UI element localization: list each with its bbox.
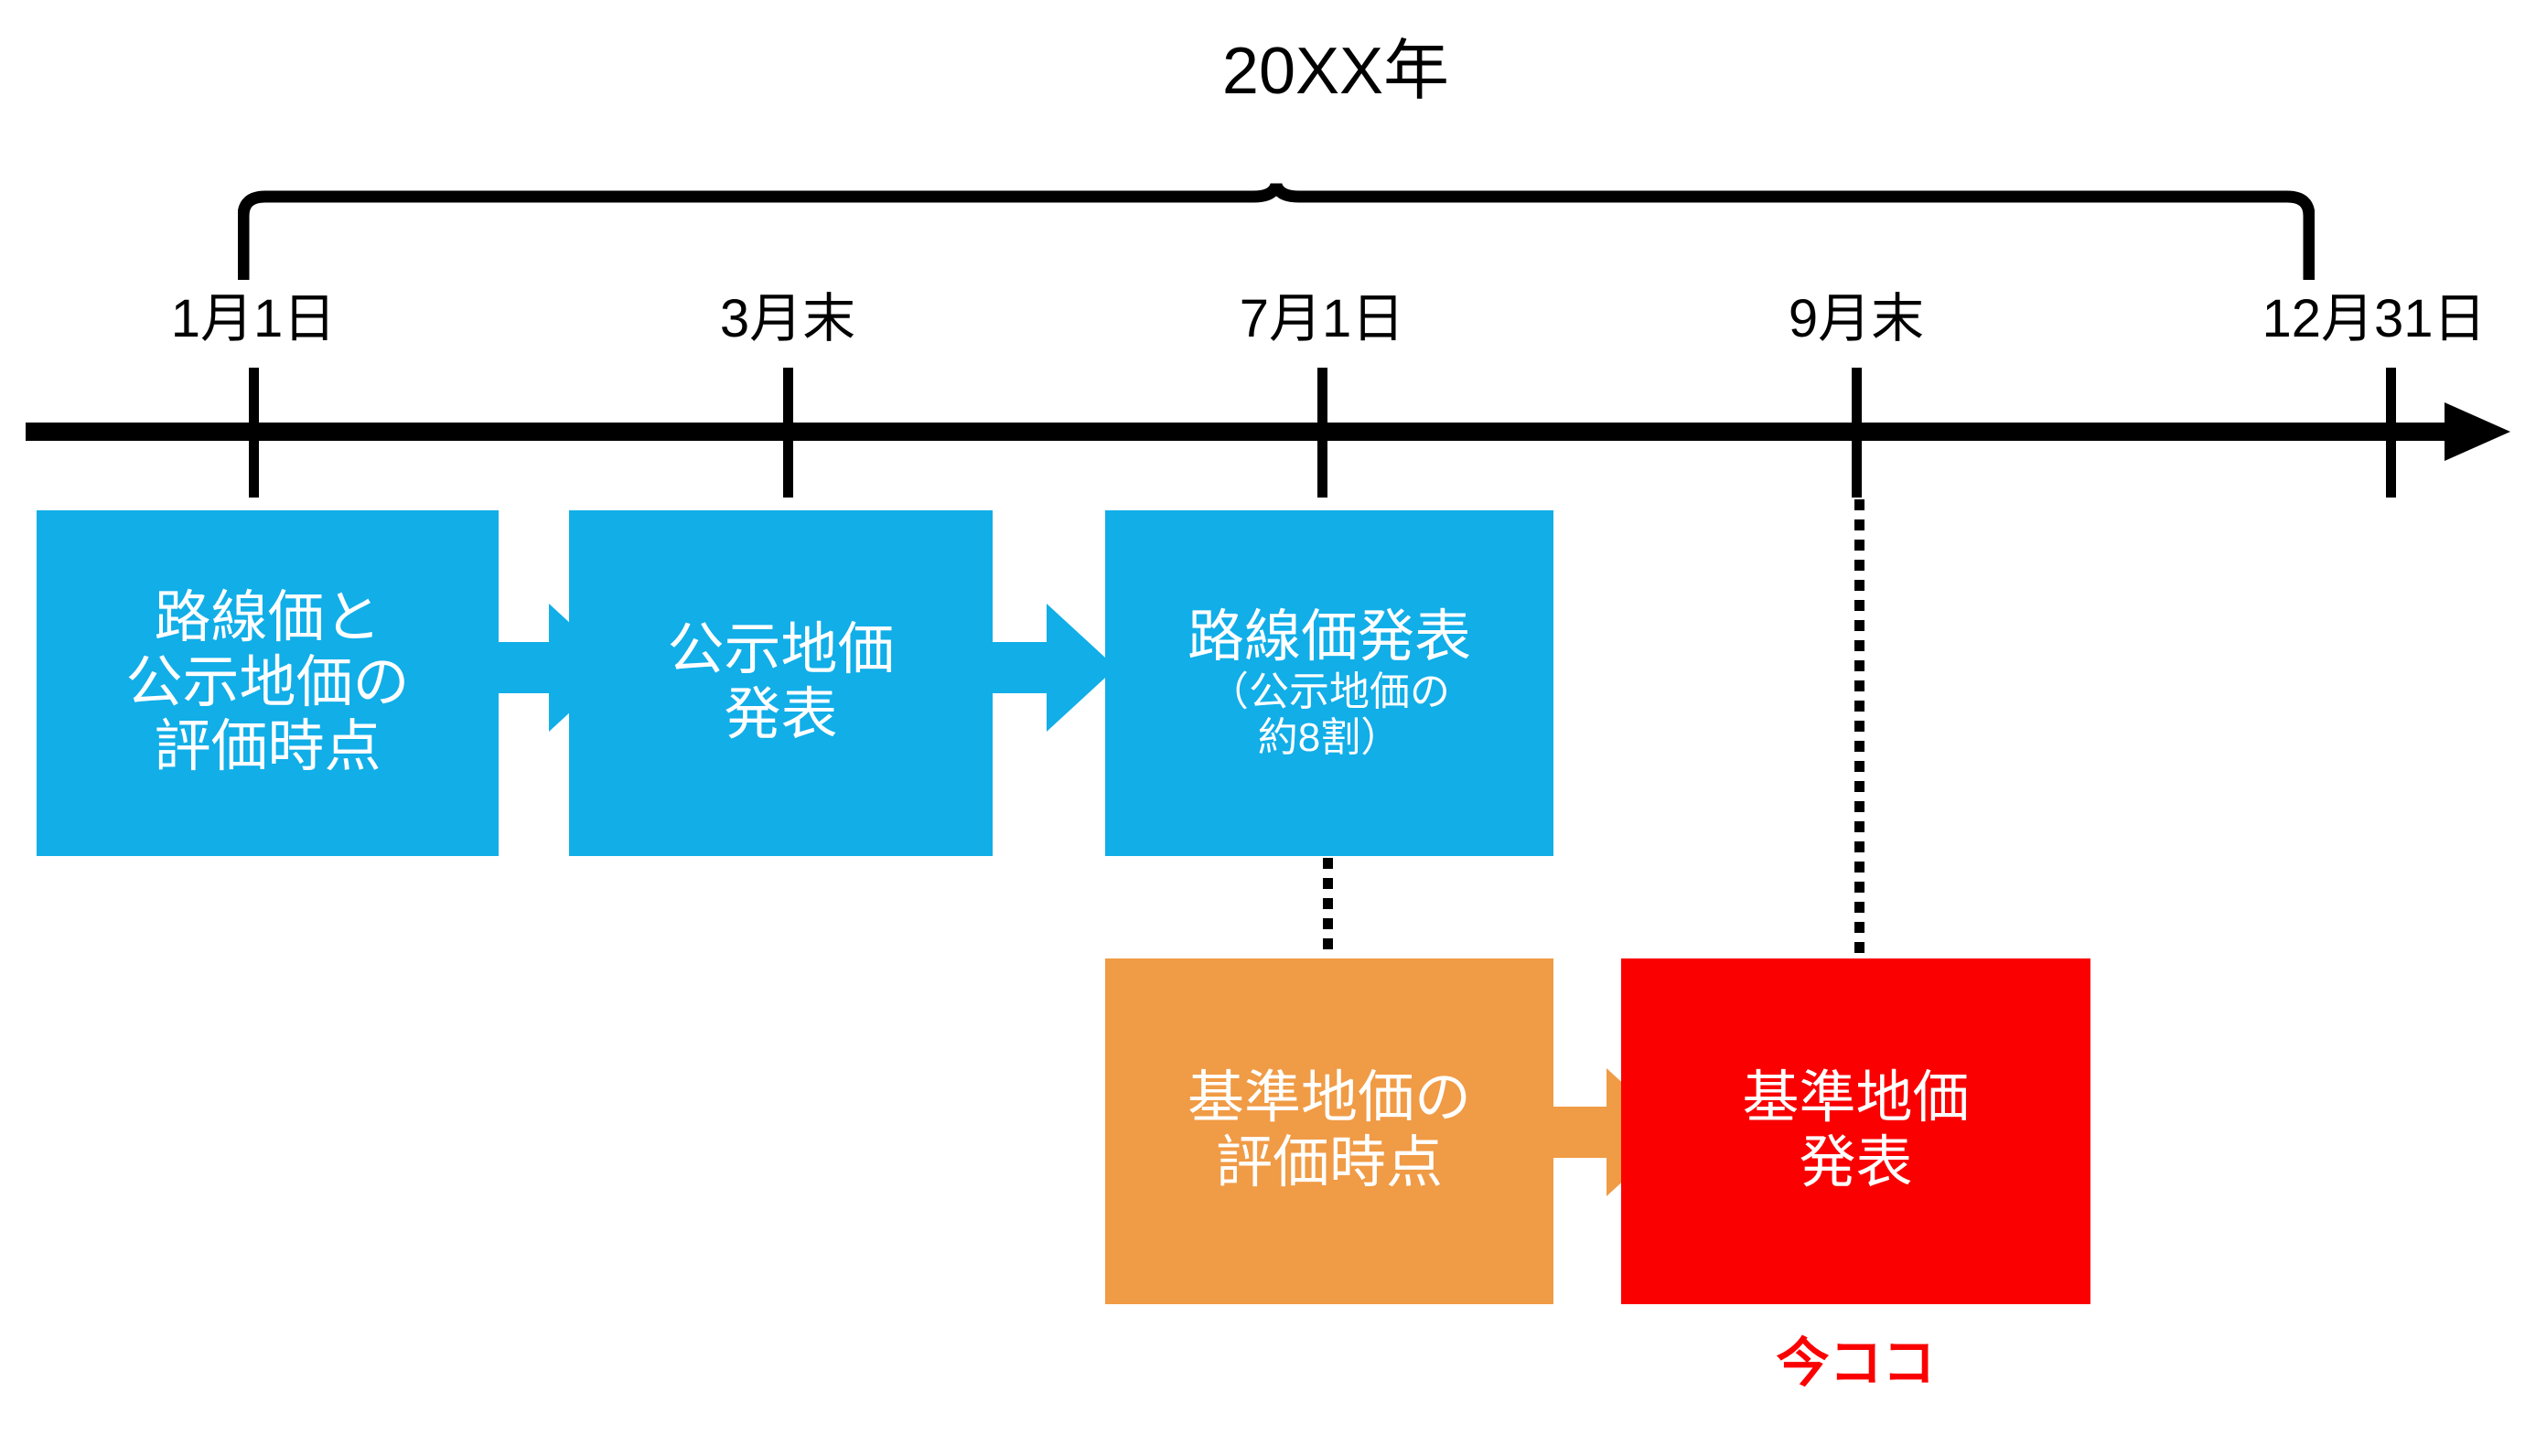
timeline-label-sep-end: 9月末: [1788, 289, 1925, 348]
year-brace-icon: [238, 183, 2315, 280]
box-rosenka-announcement[interactable]: 路線価発表 （公示地価の 約8割）: [1105, 510, 1553, 856]
year-brace: [238, 183, 2315, 284]
box-kijun-chika-announcement[interactable]: 基準地価 発表: [1621, 958, 2090, 1304]
box-rosenka-koji-valuation[interactable]: 路線価と 公示地価の 評価時点: [37, 510, 499, 856]
dotted-connector-rosenka-to-kijun: [1323, 858, 1333, 958]
box-koji-chika-announcement[interactable]: 公示地価 発表: [569, 510, 993, 856]
right-arrow-icon: [970, 604, 1116, 732]
timeline-label-jul1: 7月1日: [1239, 289, 1405, 348]
timeline-tick-jan1: [249, 368, 259, 498]
timeline-axis: [26, 423, 2459, 441]
box-sub-line: 約8割）: [1257, 715, 1402, 761]
page-title: 20XX年: [1221, 35, 1450, 108]
now-marker-label: 今ココ: [1776, 1333, 1936, 1393]
arrow-blue-2: [970, 604, 1116, 732]
timeline-label-jan1: 1月1日: [170, 289, 337, 348]
box-line: 路線価発表: [1187, 605, 1471, 669]
box-line: 基準地価: [1742, 1066, 1970, 1130]
box-line: 発表: [1799, 1131, 1913, 1194]
timeline-tick-mar-end: [783, 368, 793, 498]
box-kijun-chika-valuation[interactable]: 基準地価の 評価時点: [1105, 958, 1553, 1304]
box-sub-line: （公示地価の: [1209, 669, 1450, 715]
timeline-tick-jul1: [1317, 368, 1327, 498]
timeline-label-mar-end: 3月末: [719, 289, 856, 348]
box-line: 発表: [724, 683, 838, 746]
timeline-label-dec31: 12月31日: [2262, 289, 2487, 348]
box-line: 公示地価: [667, 618, 895, 682]
timeline-arrow-icon: [2445, 402, 2510, 461]
dotted-connector-sep-end-to-announcement: [1854, 499, 1864, 958]
timeline-tick-sep-end: [1852, 368, 1862, 498]
box-line: 公示地価の: [125, 650, 410, 714]
box-line: 評価時点: [154, 715, 381, 779]
box-line: 基準地価の: [1187, 1066, 1471, 1130]
timeline-tick-dec31: [2386, 368, 2396, 498]
box-line: 路線価と: [154, 585, 381, 649]
box-line: 評価時点: [1215, 1131, 1443, 1194]
